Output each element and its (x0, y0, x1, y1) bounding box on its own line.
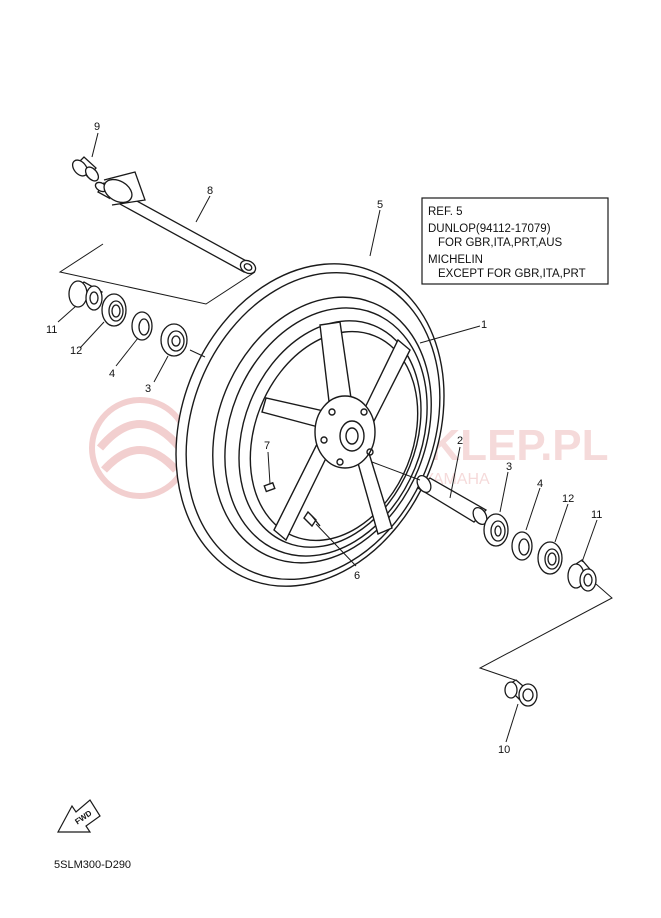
spacer-part-4-left (131, 311, 153, 341)
callout-7: 7 (264, 440, 270, 452)
callout-11-right: 11 (591, 509, 602, 521)
oil-seal-part-12-left (101, 293, 127, 327)
forward-arrow-icon: FWD (56, 799, 101, 833)
callout-8: 8 (207, 185, 213, 197)
diagram-code: 5SLM300-D290 (54, 859, 131, 871)
ref-box-line-5: EXCEPT FOR GBR,ITA,PRT (438, 268, 586, 280)
callout-12-right: 12 (562, 493, 574, 505)
reference-box: REF. 5 DUNLOP(94112-17079) FOR GBR,ITA,P… (421, 197, 609, 285)
callout-11-left: 11 (46, 324, 57, 336)
balance-weight-part-7 (263, 481, 276, 493)
cast-wheel-part-1 (224, 307, 428, 557)
callout-9: 9 (94, 121, 100, 133)
callout-4-left: 4 (109, 368, 115, 380)
axle-bolt-part-10 (504, 679, 538, 707)
callout-5: 5 (377, 199, 383, 211)
collar-part-11-right (567, 559, 597, 592)
spacer-part-4-right (511, 531, 533, 561)
ref-box-line-1: REF. 5 (428, 206, 463, 218)
oil-seal-part-12-right (537, 541, 563, 575)
callout-1: 1 (481, 319, 487, 331)
callout-10: 10 (498, 744, 510, 756)
left-parts-group (68, 280, 188, 357)
callout-4-right: 4 (537, 478, 543, 490)
front-axle-part (94, 171, 257, 275)
callout-2: 2 (457, 435, 463, 447)
callout-3-left: 3 (145, 383, 151, 395)
watermark-logo-icon (89, 397, 191, 499)
front-wheel-assembly (175, 263, 445, 587)
callout-12-left: 12 (70, 345, 82, 357)
right-parts-group (416, 474, 597, 592)
leader-lines (57, 132, 598, 743)
collar-part-11-left (68, 280, 104, 311)
callout-6: 6 (354, 570, 360, 582)
ref-box-line-3: FOR GBR,ITA,PRT,AUS (438, 237, 563, 249)
bearing-part-3-right (483, 513, 509, 547)
collar-part-9 (71, 156, 100, 182)
tire-valve-part-6 (303, 510, 321, 528)
assembly-lines (58, 243, 613, 681)
callout-3-right: 3 (506, 461, 512, 473)
callout-labels: 9 8 5 1 2 3 4 12 11 11 12 4 3 7 6 10 (46, 121, 602, 756)
bearing-part-3-left (160, 323, 188, 357)
ref-box-line-4: MICHELIN (428, 254, 483, 266)
ref-box-line-2: DUNLOP(94112-17079) (428, 223, 551, 235)
